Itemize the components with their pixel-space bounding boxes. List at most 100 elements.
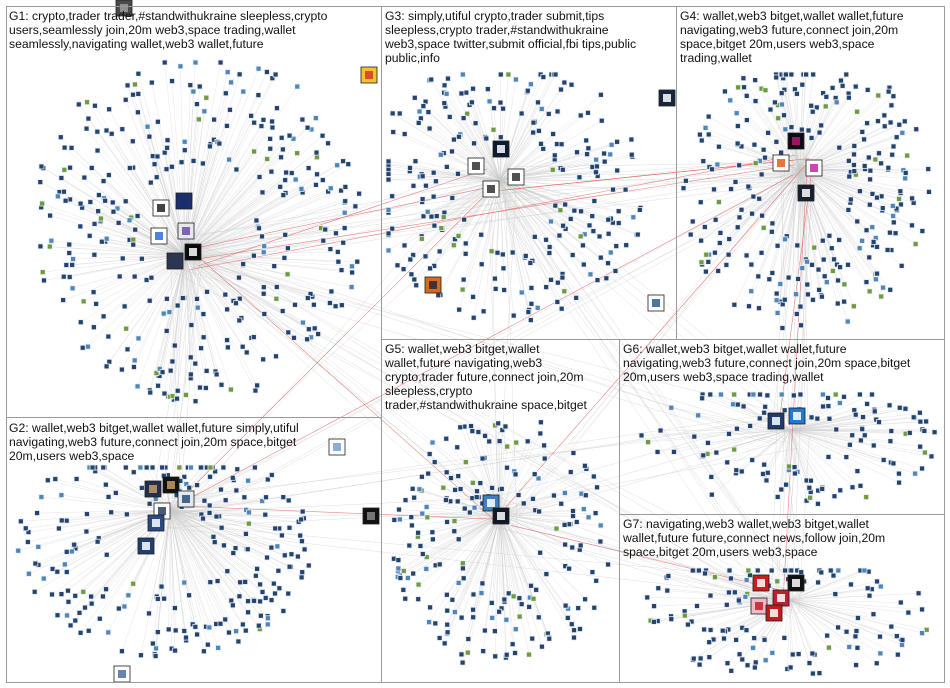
graph-node [246,509,252,516]
cross-group-edge [778,170,812,430]
graph-node [335,258,342,265]
graph-node [273,295,280,302]
graph-node [419,173,426,180]
edge [668,575,791,601]
graph-node [96,615,103,622]
graph-node [589,213,596,219]
graph-node [389,193,396,200]
inter-group-edge [490,185,799,590]
graph-node [181,147,188,154]
graph-node [58,175,65,181]
edge [184,254,311,295]
edge [405,499,501,516]
edge [767,132,801,171]
graph-node [811,244,818,251]
graph-node [835,277,841,284]
edge [392,179,501,197]
graph-node [186,484,193,491]
edge [418,514,501,600]
edge [799,95,879,171]
graph-node [712,249,718,256]
edge [184,254,192,326]
graph-node [785,274,792,281]
graph-node [527,317,534,323]
graph-node [342,184,349,190]
graph-node [717,230,724,236]
edge [184,193,360,256]
graph-node [66,241,73,248]
edge [20,509,171,522]
graph-node [722,88,728,95]
graph-node [197,464,204,471]
graph-node [716,240,723,246]
edge [789,429,925,432]
graph-node [758,249,765,256]
edge [789,429,807,501]
graph-node [198,345,204,352]
graph-node [411,94,418,101]
edge [422,514,501,555]
edge [789,599,903,646]
edge [403,514,501,591]
edge [472,514,501,610]
graph-node [400,266,407,273]
edge [37,509,171,514]
edge [184,254,264,360]
graph-node [698,259,705,266]
edge [449,116,501,181]
graph-node [123,325,130,332]
graph-node [701,224,708,230]
graph-node [314,171,320,178]
graph-node [239,343,246,350]
graph-node [774,310,781,316]
edge [72,254,186,289]
edge [499,514,570,525]
edge [789,408,906,431]
edge [799,93,849,171]
edge [499,514,514,597]
graph-node [54,193,61,200]
graph-node [39,269,46,276]
graph-node [808,135,815,141]
graph-node [767,106,774,113]
graph-node [137,464,144,471]
graph-node [98,215,104,222]
edge [499,179,531,264]
graph-node [200,311,207,317]
graph-node [255,65,262,72]
group-box-g1 [6,6,382,418]
graph-node [169,163,175,170]
edge [472,514,501,618]
edge [789,396,845,431]
graph-node [538,140,544,147]
edge [499,122,534,181]
graph-node [834,300,841,307]
graph-node [494,249,501,256]
graph-node [210,533,217,540]
edge [499,426,506,516]
edge [499,433,541,516]
edge [789,429,847,458]
graph-node [94,128,101,135]
graph-node [345,161,352,168]
graph-node [285,245,291,252]
graph-node [161,390,168,397]
graph-node [490,126,497,133]
graph-node [773,74,780,81]
graph-node [712,216,719,223]
inter-group-edge [775,429,785,602]
cross-group-edge [506,159,794,191]
edge [458,179,501,310]
graph-node [332,303,339,310]
inter-group-edge [178,235,795,596]
edge [184,158,268,256]
edge [499,130,540,181]
edge [799,169,873,228]
graph-node [841,298,847,305]
edge [499,179,527,256]
graph-node [273,353,279,360]
graph-node [913,126,920,133]
graph-node [148,274,155,281]
inter-group-edge [159,413,777,505]
